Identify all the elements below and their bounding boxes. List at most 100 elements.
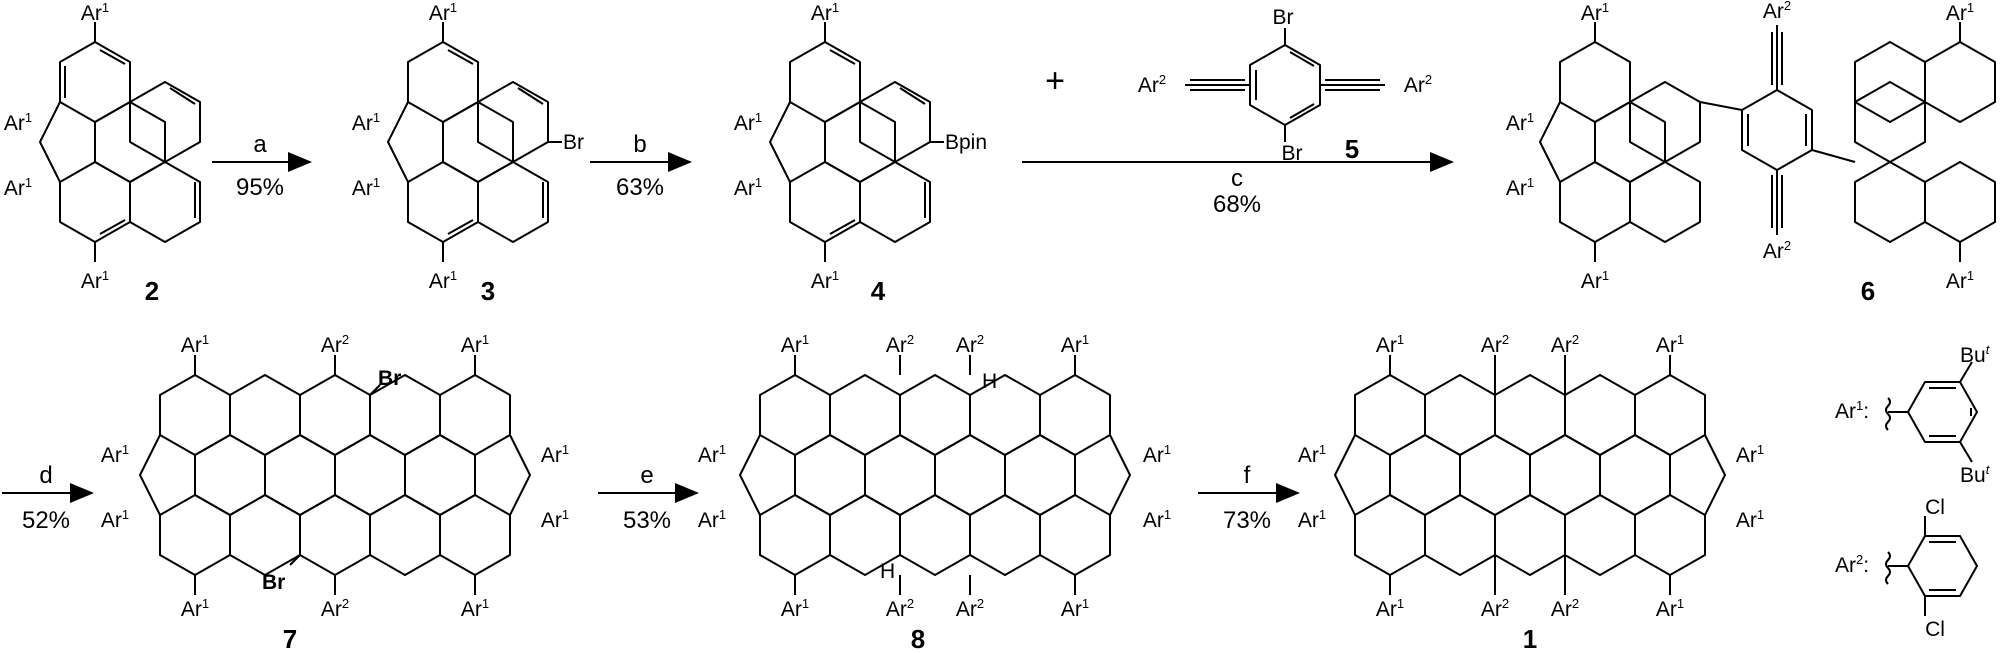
svg-text:Ar1: Ar1 — [781, 596, 809, 621]
svg-text:Ar1: Ar1 — [1143, 442, 1171, 467]
svg-text:Ar1: Ar1 — [81, 0, 109, 25]
svg-text:Ar1: Ar1 — [181, 332, 209, 357]
reagent-c: c — [1231, 165, 1243, 192]
svg-text:Ar1: Ar1 — [4, 110, 32, 135]
svg-text:But: But — [1960, 342, 1991, 367]
svg-text:Ar2: Ar2 — [956, 332, 984, 357]
svg-text:Ar1: Ar1 — [541, 442, 569, 467]
svg-text:Ar1: Ar1 — [781, 332, 809, 357]
legend-ar2: Ar2: Cl Cl — [1835, 496, 1978, 641]
svg-text:Ar1: Ar1 — [1298, 442, 1326, 467]
molecule-8: Ar1 Ar2 Ar2 Ar1 H H Ar1 Ar2 Ar2 Ar1 Ar1 … — [698, 332, 1171, 653]
compound-label-1: 1 — [1523, 624, 1537, 653]
svg-text:Br: Br — [563, 131, 584, 154]
svg-text:Br: Br — [262, 571, 285, 594]
svg-text:Ar1: Ar1 — [811, 268, 839, 293]
compound-label-7: 7 — [283, 624, 297, 653]
svg-text:Ar2: Ar2 — [886, 596, 914, 621]
svg-text:Ar2: Ar2 — [321, 332, 349, 357]
svg-text:Ar1: Ar1 — [1736, 507, 1764, 532]
svg-text:Ar1: Ar1 — [429, 0, 457, 25]
reagent-e: e — [640, 462, 653, 489]
compound-label-5: 5 — [1345, 134, 1359, 164]
svg-text:Ar1: Ar1 — [811, 0, 839, 25]
svg-text:Ar1: Ar1 — [429, 268, 457, 293]
svg-text:Ar1: Ar1 — [1581, 268, 1609, 293]
svg-text:Ar1: Ar1 — [4, 175, 32, 200]
svg-text:Ar2: Ar2 — [1551, 596, 1579, 621]
svg-text:Ar1: Ar1 — [181, 596, 209, 621]
svg-text:Ar1: Ar1 — [698, 442, 726, 467]
compound-label-8: 8 — [911, 624, 925, 653]
svg-text:Cl: Cl — [1925, 496, 1945, 519]
svg-text:Ar1: Ar1 — [1143, 507, 1171, 532]
svg-text:Ar1: Ar1 — [1376, 332, 1404, 357]
compound-label-3: 3 — [481, 276, 495, 306]
svg-text:Ar1: Ar1 — [1656, 596, 1684, 621]
svg-text:Ar1: Ar1 — [461, 596, 489, 621]
svg-text:Ar1: Ar1 — [541, 507, 569, 532]
compound-label-6: 6 — [1861, 276, 1875, 306]
svg-text:Ar2: Ar2 — [1481, 332, 1509, 357]
svg-text:Ar2: Ar2 — [956, 596, 984, 621]
svg-text:Ar1: Ar1 — [1376, 596, 1404, 621]
legend-ar1: Ar1: But But — [1835, 342, 1991, 487]
svg-text:Ar2: Ar2 — [321, 596, 349, 621]
svg-text:Ar1: Ar1 — [352, 110, 380, 135]
svg-text:Ar1:: Ar1: — [1835, 398, 1869, 423]
svg-text:Br: Br — [1273, 6, 1294, 29]
molecule-1: Ar1 Ar2 Ar2 Ar1 Ar1 Ar2 Ar2 Ar1 Ar1 Ar1 … — [1298, 332, 1764, 653]
reagent-d: d — [39, 462, 52, 489]
svg-text:Ar2: Ar2 — [886, 332, 914, 357]
svg-text:Ar1: Ar1 — [1298, 507, 1326, 532]
reagent-a: a — [253, 131, 267, 158]
svg-text:Ar1: Ar1 — [352, 175, 380, 200]
svg-text:H: H — [880, 560, 895, 583]
yield-b: 63% — [616, 174, 664, 201]
svg-text:Ar1: Ar1 — [1506, 110, 1534, 135]
svg-text:Ar1: Ar1 — [698, 507, 726, 532]
svg-text:Ar1: Ar1 — [734, 110, 762, 135]
svg-text:Ar1: Ar1 — [461, 332, 489, 357]
molecule-3: Ar1 Ar1 Ar1 Ar1 Br 3 — [352, 0, 584, 306]
molecule-7: Ar1 Ar2 Ar1 Br Br Ar1 Ar2 Ar1 Ar1 Ar1 Ar… — [101, 332, 569, 653]
svg-text:Ar2: Ar2 — [1763, 0, 1791, 23]
svg-text:Ar1: Ar1 — [1581, 0, 1609, 25]
svg-text:Ar1: Ar1 — [1061, 332, 1089, 357]
svg-text:Ar1: Ar1 — [1736, 442, 1764, 467]
svg-text:Ar2: Ar2 — [1763, 238, 1791, 263]
molecule-2: Ar1 Ar1 Ar1 Ar1 2 — [4, 0, 201, 306]
yield-a: 95% — [236, 174, 284, 201]
svg-text:Bpin: Bpin — [945, 131, 987, 154]
plus-sign: + — [1045, 62, 1065, 100]
svg-text:Ar1: Ar1 — [1506, 175, 1534, 200]
svg-text:Br: Br — [1282, 142, 1303, 165]
svg-text:Ar1: Ar1 — [1656, 332, 1684, 357]
molecule-6: Ar1 Ar1 Ar1 Ar1 Ar2 Ar2 Ar1 Ar1 6 — [1506, 0, 1996, 306]
svg-text:Ar2:: Ar2: — [1835, 552, 1869, 577]
svg-text:Br: Br — [378, 367, 401, 390]
svg-text:But: But — [1960, 462, 1991, 487]
compound-label-2: 2 — [145, 276, 159, 306]
svg-text:Ar1: Ar1 — [1946, 268, 1974, 293]
svg-text:Ar1: Ar1 — [101, 442, 129, 467]
molecule-5: Br Br Ar2 Ar2 5 — [1138, 6, 1432, 165]
reagent-b: b — [633, 131, 646, 158]
reaction-arrows — [2, 152, 1454, 503]
svg-text:Ar2: Ar2 — [1481, 596, 1509, 621]
svg-text:Ar1: Ar1 — [101, 507, 129, 532]
reagent-f: f — [1244, 462, 1251, 489]
svg-text:Ar2: Ar2 — [1404, 72, 1432, 97]
svg-text:Ar2: Ar2 — [1551, 332, 1579, 357]
svg-text:Cl: Cl — [1925, 618, 1945, 641]
yield-e: 53% — [623, 507, 671, 534]
svg-text:Ar1: Ar1 — [1061, 596, 1089, 621]
svg-text:Ar1: Ar1 — [1946, 0, 1974, 25]
svg-text:Ar1: Ar1 — [734, 175, 762, 200]
yield-c: 68% — [1213, 191, 1261, 218]
svg-text:Ar1: Ar1 — [81, 268, 109, 293]
compound-label-4: 4 — [871, 276, 886, 306]
svg-text:Ar2: Ar2 — [1138, 72, 1166, 97]
reaction-conditions: a 95% b 63% c 68% d 52% e 53% f 73% — [22, 131, 1271, 534]
